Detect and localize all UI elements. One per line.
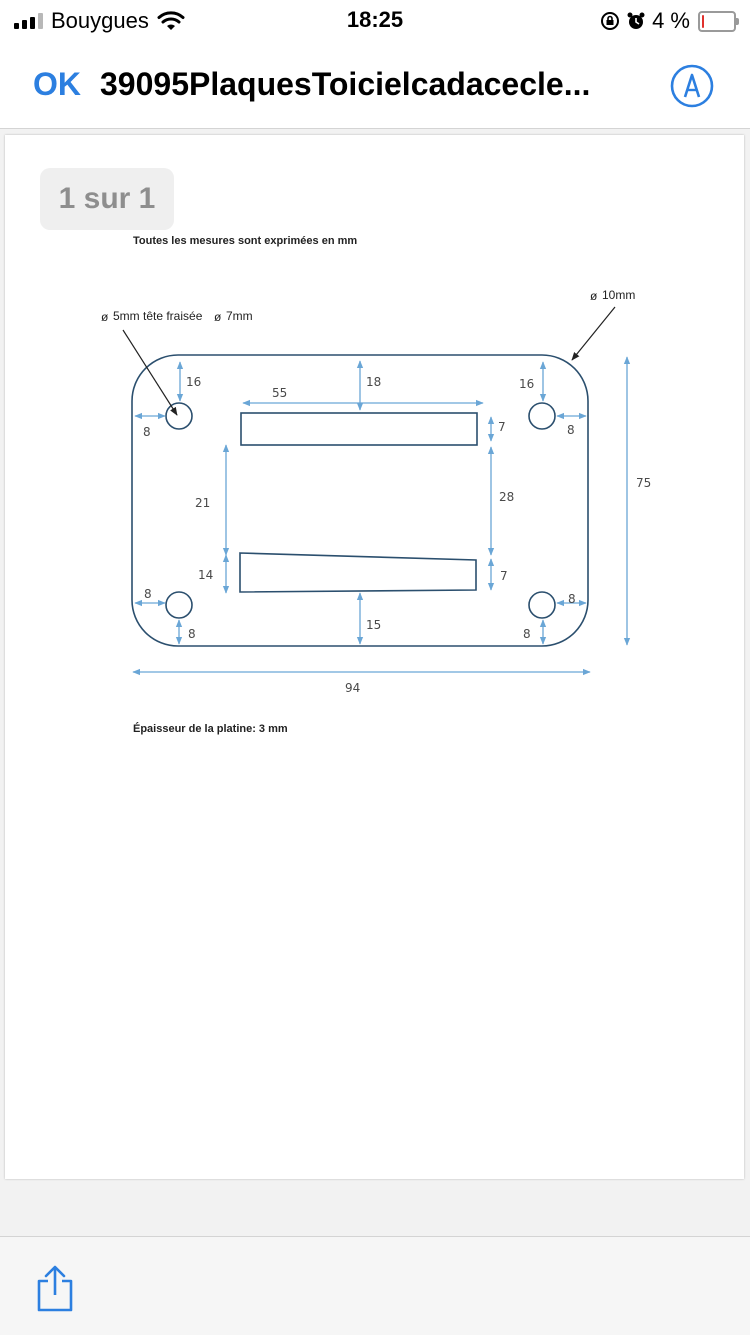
dim-overall-width: 94 bbox=[345, 681, 360, 695]
dim-top-margin: 18 bbox=[366, 375, 381, 389]
dim-hole-bl-side: 8 bbox=[144, 587, 152, 601]
dim-hole-bl-bottom: 8 bbox=[188, 627, 196, 641]
dim-hole-tl-side: 8 bbox=[143, 425, 151, 439]
units-note: Toutes les mesures sont exprimées en mm bbox=[133, 235, 358, 247]
callout-countersunk-head: 7mm bbox=[226, 309, 253, 323]
rotation-lock-icon bbox=[601, 12, 620, 30]
document-title: 39095PlaquesToicielcadacecle... bbox=[100, 66, 591, 102]
dim-hole-br-side: 8 bbox=[568, 592, 576, 606]
callout-left-diameter-symbol-2: ø bbox=[214, 310, 222, 324]
status-left: Bouygues bbox=[14, 8, 185, 34]
hole-top-right bbox=[528, 402, 556, 430]
wifi-icon bbox=[157, 11, 185, 30]
dim-bottom-margin: 15 bbox=[366, 618, 381, 632]
navigation-bar: OK 39095PlaquesToicielcadacecle... bbox=[0, 44, 750, 129]
dim-hole-tl-top: 16 bbox=[186, 375, 201, 389]
dim-hole-tr-side: 8 bbox=[567, 423, 575, 437]
thickness-note: Épaisseur de la platine: 3 mm bbox=[133, 723, 288, 735]
status-bar: Bouygues 18:25 4 % bbox=[0, 0, 750, 44]
slot-bottom bbox=[239, 552, 477, 593]
markup-pen-icon[interactable] bbox=[670, 64, 714, 108]
hole-top-left bbox=[165, 402, 193, 430]
callout-left-diameter-symbol: ø bbox=[101, 310, 109, 324]
battery-percent: 4 % bbox=[652, 8, 690, 33]
alarm-icon bbox=[627, 12, 645, 29]
slot-top bbox=[240, 412, 478, 446]
carrier-name: Bouygues bbox=[51, 8, 149, 33]
document-page[interactable]: 1 sur 1 Toutes les mesures sont exprimée… bbox=[5, 135, 744, 1179]
dim-slot-height-top: 7 bbox=[498, 420, 506, 434]
dim-slot-height-bottom: 7 bbox=[500, 569, 508, 583]
dim-inner-gap: 21 bbox=[195, 496, 210, 510]
battery-icon bbox=[698, 10, 739, 32]
callout-corner-radius: 10mm bbox=[602, 288, 635, 302]
page-indicator: 1 sur 1 bbox=[40, 168, 174, 230]
share-icon[interactable] bbox=[34, 1265, 76, 1313]
callout-right-diameter-symbol: ø bbox=[590, 289, 598, 303]
plate-outline bbox=[131, 354, 589, 647]
dim-left-offset: 14 bbox=[198, 568, 213, 582]
callout-countersunk-hole: 5mm tête fraisée bbox=[113, 309, 203, 323]
plate-drawing: ø 5mm tête fraisée ø 7mm ø 10mm 16 8 55 … bbox=[101, 288, 651, 695]
dim-hole-tr-top: 16 bbox=[519, 377, 534, 391]
dim-hole-br-bottom: 8 bbox=[523, 627, 531, 641]
dim-slot-spacing: 28 bbox=[499, 490, 514, 504]
clock: 18:25 bbox=[346, 7, 404, 32]
ok-button[interactable]: OK bbox=[33, 66, 81, 102]
bottom-toolbar bbox=[0, 1236, 750, 1335]
dim-slot-length: 55 bbox=[272, 386, 287, 400]
hole-bottom-left bbox=[165, 591, 193, 619]
status-right: 4 % bbox=[600, 7, 739, 35]
signal-icon bbox=[14, 13, 43, 29]
hole-bottom-right bbox=[528, 591, 556, 619]
dim-overall-height: 75 bbox=[636, 476, 651, 490]
